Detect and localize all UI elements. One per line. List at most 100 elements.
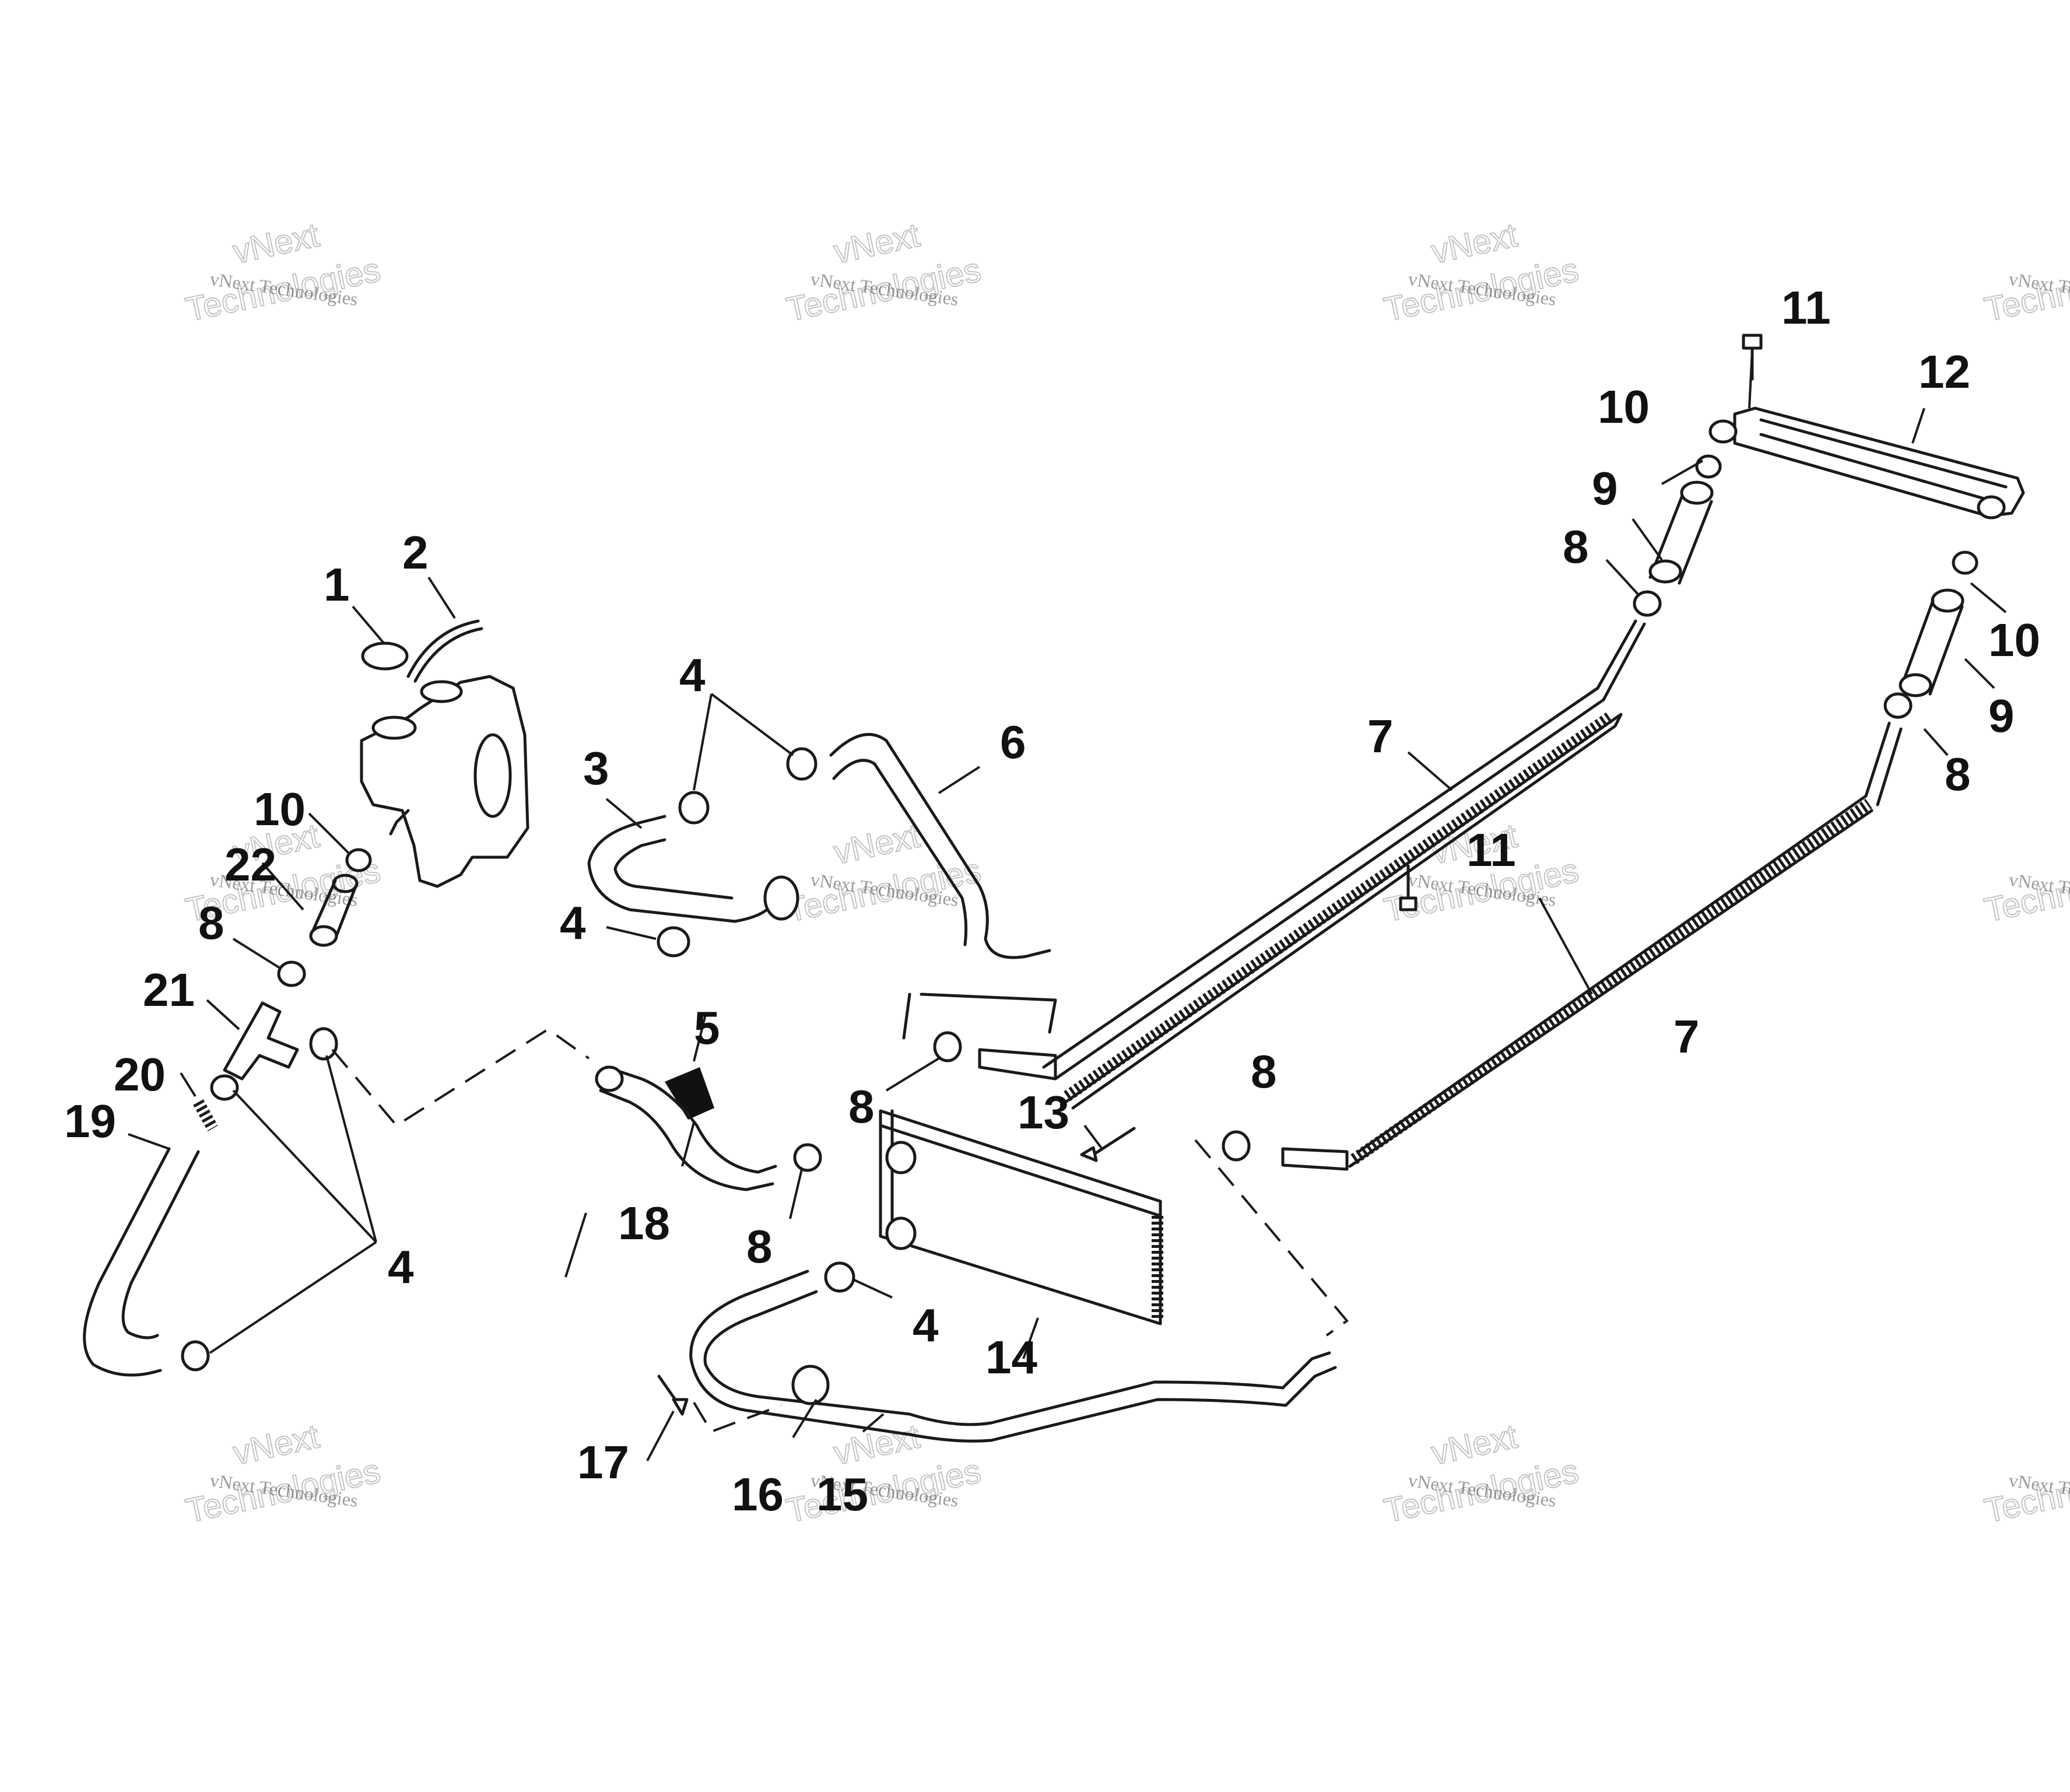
watermark-1: Technologies vNext vNext Technologies (182, 215, 384, 329)
part-16-hose-clamp (791, 1365, 830, 1405)
callout-9-b: 9 (1988, 690, 2015, 742)
callout-14: 14 (985, 1331, 1037, 1383)
part-13-rivet (1080, 1127, 1136, 1162)
routing-line-e (902, 993, 911, 1040)
part-15-return-hose-outer (689, 1270, 1337, 1443)
callout-8-f: 8 (746, 1221, 773, 1272)
callout-21: 21 (143, 964, 195, 1016)
callout-4-b: 4 (560, 897, 586, 949)
callout-12: 12 (1918, 346, 1970, 398)
part-4-clamp-b (786, 747, 818, 781)
callout-13: 13 (1018, 1086, 1069, 1138)
callout-15: 15 (816, 1468, 868, 1520)
svg-text:vNext: vNext (1428, 216, 1521, 271)
callout-8-d: 8 (848, 1081, 875, 1132)
watermarks: Technologies vNext vNext Technologies Te… (182, 215, 2070, 1531)
part-7-upper-radiator-tube (1042, 619, 1646, 1110)
routing-line-b (1194, 1139, 1349, 1337)
svg-text:vNext: vNext (230, 1417, 322, 1472)
callout-22: 22 (224, 839, 276, 890)
callout-20: 20 (114, 1048, 166, 1100)
callout-8-a: 8 (1563, 521, 1589, 573)
callout-11-b: 11 (1466, 824, 1516, 876)
callouts: 1 2 4 3 6 4 7 11 12 10 9 8 10 9 8 11 7 1… (64, 282, 2040, 1520)
leader-lines (128, 349, 2007, 1461)
callout-8-e: 8 (1251, 1046, 1277, 1097)
part-10-clamp-b (1952, 550, 1978, 575)
part-14-heat-exchanger (879, 1109, 1163, 1325)
part-6-hose (829, 732, 1051, 959)
callout-9-a: 9 (1592, 462, 1618, 514)
routing-line-a (331, 1027, 590, 1127)
part-6-hose-inner (832, 759, 968, 946)
part-9-hose-upper (1648, 481, 1714, 585)
part-4-clamp-f (824, 1261, 855, 1293)
part-22-hose (309, 874, 359, 947)
part-12-header-tank (1708, 406, 2025, 520)
part-10-clamp-a (1695, 454, 1722, 479)
callout-11-a: 11 (1781, 282, 1831, 334)
part-4-clamp-c (657, 926, 690, 958)
lower-tube-inlet (1281, 1147, 1349, 1171)
callout-8-c: 8 (198, 897, 224, 949)
part-15-return-hose (703, 1290, 1331, 1426)
watermark-9: Technologies vNext vNext Technologies (182, 1416, 384, 1530)
part-18-hose-end (595, 1065, 624, 1092)
watermark-11: Technologies vNext vNext Technologies (1380, 1416, 1583, 1530)
callout-1: 1 (324, 559, 350, 611)
callout-7-a: 7 (1367, 710, 1394, 762)
watermark-12: Technologies vNext Technologies (1981, 1451, 2070, 1531)
callout-4-a: 4 (679, 649, 706, 701)
callout-6: 6 (1000, 716, 1026, 768)
svg-text:vNext: vNext (830, 216, 923, 271)
callout-3: 3 (583, 742, 609, 794)
svg-text:vNext: vNext (1428, 1417, 1521, 1472)
part-18-hose (605, 1065, 777, 1174)
watermark-3: Technologies vNext vNext Technologies (1380, 215, 1583, 329)
callout-4-d: 4 (913, 1299, 939, 1351)
part-2-vent-hose-edge (413, 627, 483, 683)
part-20-spring (193, 1099, 218, 1131)
callout-5: 5 (694, 1002, 720, 1054)
watermark-6: Technologies vNext vNext Technologies (783, 816, 985, 930)
part-8-clamp-a (1633, 590, 1662, 617)
part-18-hose-inner (599, 1089, 774, 1191)
part-7-lower-radiator-tube (1348, 721, 1903, 1168)
part-9-hose-lower (1899, 588, 1964, 697)
part-8-clamp-b (1883, 692, 1913, 719)
part-5-grommet (665, 1067, 714, 1120)
callout-19: 19 (64, 1095, 116, 1147)
part-1-cap (361, 641, 409, 671)
part-8-clamp-f (277, 960, 306, 987)
part-8-clamp-d (1222, 1130, 1251, 1162)
svg-text:vNext: vNext (830, 816, 923, 871)
callout-8-b: 8 (1945, 748, 1971, 800)
upper-tube-inlet (978, 1048, 1057, 1081)
part-19-j-hose (83, 1147, 171, 1377)
callout-17: 17 (577, 1436, 629, 1488)
callout-16: 16 (732, 1468, 784, 1520)
part-10-clamp-c (345, 848, 372, 872)
svg-text:vNext: vNext (230, 216, 322, 271)
callout-10-a: 10 (1598, 381, 1650, 433)
callout-18: 18 (618, 1197, 670, 1249)
part-17-screw (657, 1374, 689, 1416)
callout-10-c: 10 (254, 783, 306, 835)
part-8-clamp-c (933, 1031, 962, 1062)
part-3-hose-end (763, 875, 799, 921)
routing-line-c (693, 1401, 782, 1433)
callout-7-b: 7 (1673, 1011, 1700, 1062)
part-11-screw-mid (1399, 864, 1418, 911)
part-19-j-hose-inner (121, 1150, 200, 1339)
part-4-clamp-g (210, 1074, 239, 1101)
watermark-8: Technologies vNext Technologies (1981, 851, 2070, 930)
watermark-4: Technologies vNext Technologies (1981, 250, 2070, 329)
callout-10-b: 10 (1988, 614, 2040, 666)
routing-line-d (920, 993, 1057, 1034)
part-4-clamp-e (181, 1340, 210, 1372)
part-2-vent-hose (406, 619, 480, 678)
part-3-hose (587, 815, 777, 923)
part-4-clamp-a (678, 791, 710, 825)
part-8-clamp-e (793, 1143, 822, 1172)
